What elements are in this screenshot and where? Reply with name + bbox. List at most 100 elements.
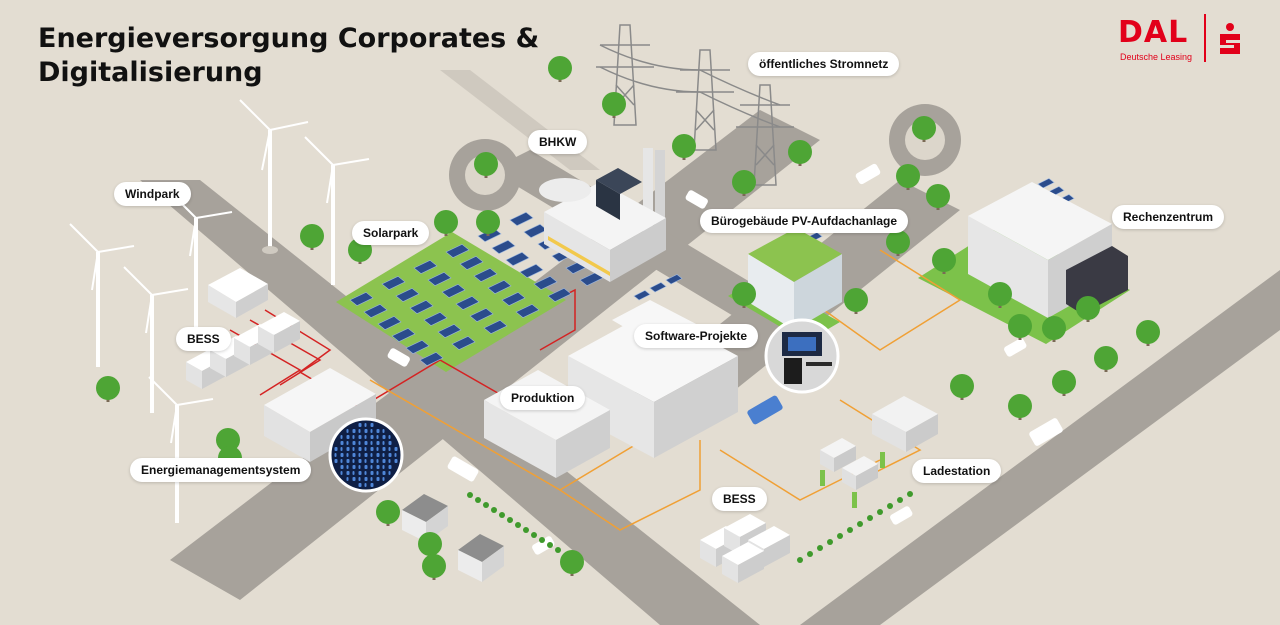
binary-digit [346,447,350,451]
binary-digit [388,435,391,439]
shrub [907,491,913,497]
solar-panel [547,287,572,302]
binary-digit [364,453,368,457]
label-software: Software-Projekte [634,324,759,348]
binary-digit [382,465,385,469]
solar-panel [419,351,444,366]
binary-digit [352,465,356,469]
binary-digit [352,453,356,457]
tree-crown [1008,394,1032,418]
tree-crown [732,170,756,194]
binary-digit [370,429,373,433]
binary-digit [382,447,386,451]
bess-building-upper [208,268,268,318]
binary-digit [382,453,385,457]
solar-panel [427,271,452,286]
binary-digit [364,471,367,475]
tree-crown [1042,316,1066,340]
solar-panel [633,290,651,301]
charging-station-vans [820,438,885,508]
binary-digit [340,441,344,445]
bess-containers-bottom [700,514,790,583]
tree-crown [422,554,446,578]
tree-crown [932,248,956,272]
binary-digit [340,459,343,463]
binary-digit [358,459,362,463]
binary-digit [388,459,391,463]
binary-digit [364,477,368,481]
binary-digit [382,435,386,439]
binary-digit [376,471,379,475]
computer-workstation-inset [764,318,840,394]
binary-digit [388,441,392,445]
tree-crown [926,184,950,208]
binary-digit [364,483,367,487]
solar-panel [423,311,448,326]
label-bhkw: BHKW [528,130,588,154]
logo-subtitle: Deutsche Leasing [1120,52,1193,62]
datacenter-building [968,182,1128,318]
binary-digit [340,447,343,451]
binary-digit [388,447,391,451]
solar-panel [413,259,438,274]
solar-panel [515,303,540,318]
shrub [807,551,813,557]
binary-digit [334,453,337,457]
solar-panel [381,275,406,290]
solar-panel [451,335,476,350]
tree-crown [1136,320,1160,344]
binary-digit [346,471,350,475]
binary-digit [364,465,368,469]
tree-crown [96,376,120,400]
binary-digit [388,465,392,469]
binary-digit [346,465,349,469]
tree-crown [1052,370,1076,394]
label-office-pv: Bürogebäude PV-Aufdachanlage [700,209,909,233]
tree-crown [548,56,572,80]
binary-digit [388,471,391,475]
solar-panel [505,251,530,266]
label-charging: Ladestation [912,459,1002,483]
binary-digit [376,441,380,445]
tree-crown [988,282,1012,306]
binary-digit [334,447,338,451]
binary-digit [382,471,386,475]
binary-digit [358,483,362,487]
tree-crown [418,532,442,556]
solar-panel [501,291,526,306]
binary-code-inset [328,417,404,493]
solar-panel [405,339,430,354]
binary-digit [340,471,343,475]
tree-crown [912,116,936,140]
solar-panel [363,303,388,318]
binary-digit [370,435,374,439]
label-solarpark: Solarpark [352,221,430,245]
binary-digit [346,435,350,439]
tree-crown [560,550,584,574]
shrub [523,527,529,533]
tree-crown [474,152,498,176]
tree-crown [788,140,812,164]
tree-crown [216,428,240,452]
binary-digit [382,477,385,481]
tree-crown [1076,296,1100,320]
page-title-line-2: Digitalisierung [38,57,263,88]
residential-houses [402,494,504,582]
solar-panel [487,279,512,294]
page-title: Energieversorgung Corporates & Digitalis… [38,22,539,90]
shrub [475,497,481,503]
binary-digit [376,477,380,481]
tree-crown [732,282,756,306]
binary-digit [364,447,367,451]
binary-digit [346,429,349,433]
solar-panel [519,263,544,278]
solar-panel [509,211,534,226]
binary-digit [394,453,397,457]
solar-panel [469,307,494,322]
binary-digit [376,459,379,463]
tree-crown [886,230,910,254]
shrub [467,492,473,498]
solar-panel [409,299,434,314]
tree-crown [672,134,696,158]
